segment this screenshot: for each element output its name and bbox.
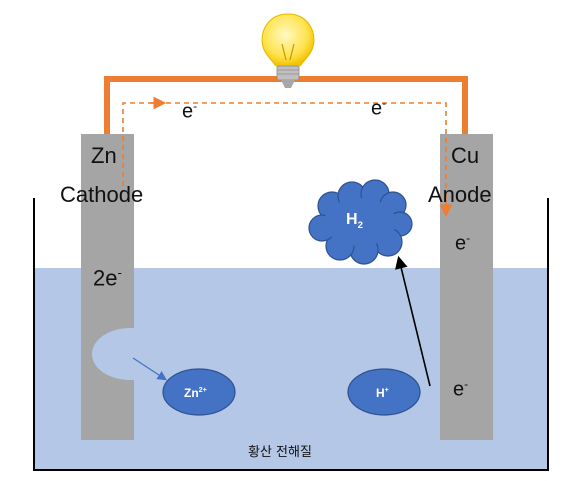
hydrogen-ion (347, 368, 421, 416)
zinc-electrode (81, 134, 134, 440)
wire-electron-right: e- (371, 96, 387, 120)
light-bulb-icon (261, 13, 315, 88)
zinc-ion-label: Zn2+ (184, 385, 207, 400)
wire-electron-left: e- (182, 99, 198, 123)
zinc-label: Zn (91, 143, 117, 168)
hydrogen-rise-arrow (395, 255, 431, 387)
copper-electron-top: e- (455, 231, 471, 255)
electrolyte-label: 황산 전해질 (248, 445, 312, 460)
zinc-ion (162, 368, 236, 416)
hydrogen-ion-label: H+ (376, 385, 389, 400)
zinc-electron-charge: 2e- (93, 265, 122, 291)
cathode-label: Cathode (60, 182, 144, 207)
hydrogen-gas-cloud (308, 179, 413, 265)
beaker (33, 198, 549, 471)
anode-label: Anode (428, 182, 492, 207)
copper-label: Cu (451, 143, 480, 168)
copper-electron-bottom: e- (453, 377, 469, 401)
electron-flow-path (122, 102, 447, 212)
zinc-ion-arrow (132, 357, 168, 381)
copper-electrode (440, 134, 493, 440)
hydrogen-gas-label: H2 (346, 211, 363, 232)
zinc-dissolution-cavity (92, 328, 168, 380)
